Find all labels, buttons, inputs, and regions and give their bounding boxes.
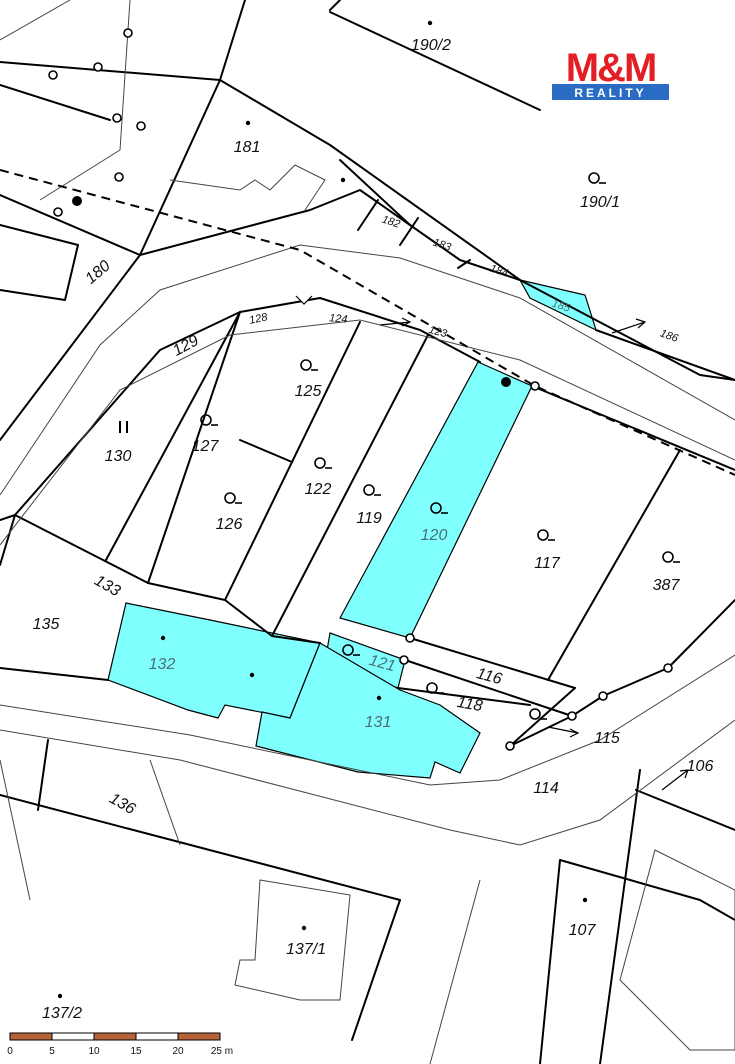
- parcel-label-120: 120: [421, 527, 448, 544]
- boundary-nodes: [48, 28, 673, 751]
- scale-bar: 0 5 10 15 20 25 m: [7, 1032, 233, 1057]
- meadow-symbol-icon: [529, 708, 547, 720]
- scale-tick-20: 20: [172, 1046, 184, 1057]
- parcel-label-180: 180: [82, 257, 113, 287]
- parcel-label-137-2: 137/2: [42, 1005, 82, 1022]
- parcel-label-185: 185: [550, 298, 572, 315]
- parcel-label-181: 181: [234, 139, 261, 156]
- parcel-label-116: 116: [475, 665, 504, 688]
- highlighted-parcels: [107, 279, 597, 779]
- meadow-symbol-icon: [426, 682, 444, 694]
- parcel-label-118: 118: [456, 694, 484, 715]
- scale-tick-5: 5: [49, 1046, 55, 1057]
- parcel-label-183: 183: [431, 237, 453, 254]
- meadow-symbol-icon: [363, 484, 381, 496]
- parcel-label-387: 387: [653, 577, 681, 594]
- parcel-label-123: 123: [427, 324, 449, 341]
- scale-tick-10: 10: [88, 1046, 100, 1057]
- parcel-label-131: 131: [365, 714, 392, 731]
- parcel-label-135: 135: [33, 616, 60, 633]
- parcel-label-130: 130: [105, 448, 132, 465]
- meadow-symbol-icon: [300, 359, 318, 371]
- cadastral-dashed-boundary: [0, 169, 735, 476]
- parcel-label-119: 119: [356, 510, 382, 527]
- parcel-label-182: 182: [380, 214, 401, 231]
- parcel-132-fill[interactable]: [107, 602, 321, 719]
- parcel-label-124: 124: [329, 312, 348, 326]
- parcel-label-117: 117: [534, 555, 561, 572]
- parcel-label-127: 127: [192, 438, 220, 455]
- parcel-label-115: 115: [594, 730, 620, 747]
- meadow-symbol-icon: [314, 457, 332, 469]
- parcel-label-126: 126: [216, 516, 243, 533]
- parcel-label-106: 106: [687, 758, 714, 775]
- parcel-label-186: 186: [658, 327, 680, 345]
- parcel-label-132: 132: [149, 656, 176, 673]
- building-dots: [57, 20, 588, 999]
- parcel-label-136: 136: [106, 790, 138, 818]
- parcel-label-133: 133: [91, 572, 123, 600]
- parcel-label-184: 184: [488, 263, 509, 280]
- parcel-131-fill[interactable]: [255, 642, 481, 779]
- parcel-label-125: 125: [295, 383, 322, 400]
- parcel-label-129: 129: [170, 332, 202, 360]
- logo-sub-text: REALITY: [574, 86, 646, 100]
- scale-tick-25m: 25 m: [211, 1046, 233, 1057]
- parcel-label-128: 128: [248, 311, 269, 327]
- parcel-label-122: 122: [305, 481, 332, 498]
- garden-symbol-icon: [119, 421, 128, 433]
- parcel-label-137-1: 137/1: [286, 941, 326, 958]
- parcel-label-114: 114: [533, 780, 559, 797]
- parcel-label-107: 107: [569, 922, 597, 939]
- parcel-label-190-1: 190/1: [580, 194, 620, 211]
- meadow-symbol-icon: [537, 529, 555, 541]
- scale-tick-0: 0: [7, 1046, 13, 1057]
- scale-tick-15: 15: [130, 1046, 142, 1057]
- parcel-120-fill[interactable]: [339, 361, 533, 639]
- meadow-symbol-icon: [342, 644, 360, 656]
- meadow-symbol-icon: [200, 414, 218, 426]
- parcel-label-121: 121: [367, 652, 397, 675]
- land-use-symbols: [119, 172, 680, 720]
- meadow-symbol-icon: [662, 551, 680, 563]
- parcel-labels: 190/2 190/1 181 182 183 184 185 186 180 …: [33, 37, 714, 1022]
- logo-main-text: M&M: [566, 46, 656, 90]
- meadow-symbol-icon: [588, 172, 606, 184]
- meadow-symbol-icon: [430, 502, 448, 514]
- parcel-label-190-2: 190/2: [411, 37, 451, 54]
- reference-arrows: [295, 295, 689, 791]
- meadow-symbol-icon: [224, 492, 242, 504]
- mm-reality-logo: M&M REALITY: [550, 43, 671, 100]
